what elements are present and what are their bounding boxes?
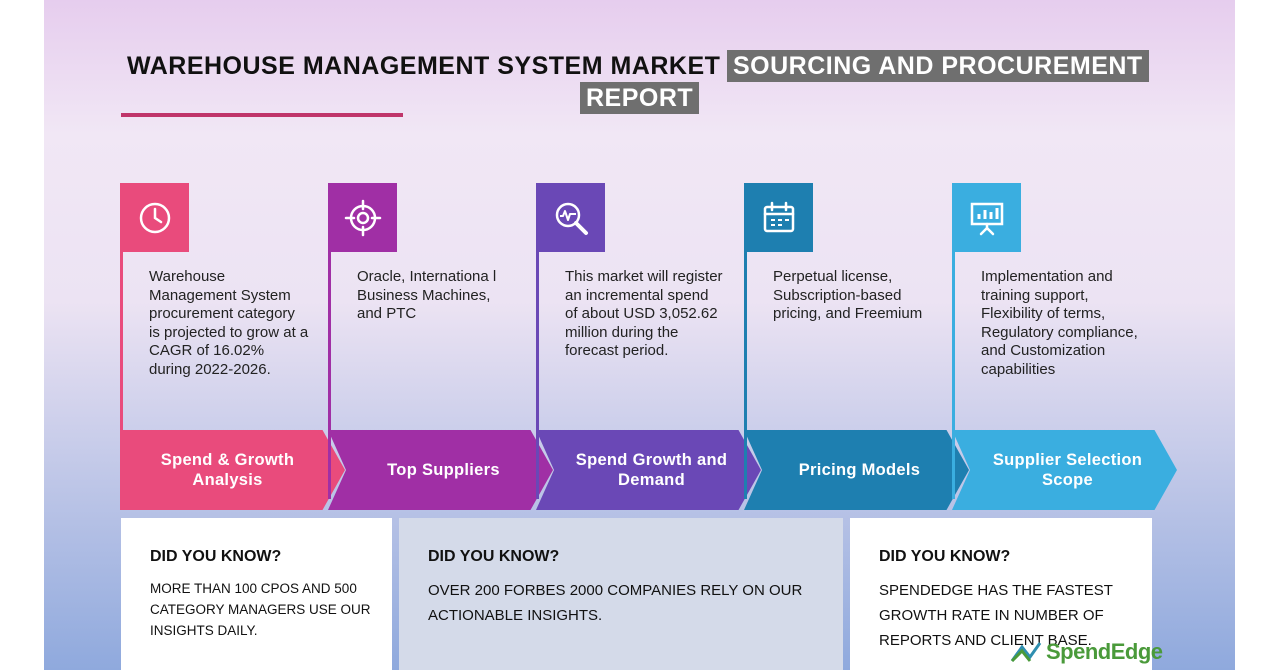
- title-highlight-line1: SOURCING AND PROCUREMENT: [727, 50, 1149, 82]
- calendar-icon: [744, 183, 813, 252]
- title-highlight-line2: REPORT: [580, 82, 700, 114]
- column-divider: [744, 249, 747, 499]
- column-divider: [952, 249, 955, 499]
- column-label: Spend & Growth Analysis: [120, 430, 345, 510]
- column-text: Warehouse Management System procurement …: [149, 268, 309, 378]
- logo-text: SpendEdge: [1046, 639, 1163, 664]
- did-you-know-heading: DID YOU KNOW?: [150, 548, 282, 565]
- presentation-icon: [952, 183, 1021, 252]
- did-you-know-heading: DID YOU KNOW?: [879, 548, 1011, 565]
- column-divider: [328, 249, 331, 499]
- column-text: This market will register an incremental…: [565, 268, 723, 359]
- column-label: Top Suppliers: [328, 430, 553, 510]
- column-spend-growth-demand: This market will register an incremental…: [536, 183, 761, 510]
- column-pricing-models: Perpetual license, Subscription-based pr…: [744, 183, 969, 510]
- did-you-know-box: DID YOU KNOW? Over 200 Forbes 2000 compa…: [399, 518, 843, 670]
- column-spend-growth: Warehouse Management System procurement …: [120, 183, 345, 510]
- did-you-know-heading: DID YOU KNOW?: [428, 548, 560, 565]
- target-icon: [328, 183, 397, 252]
- infographic-poster: WAREHOUSE MANAGEMENT SYSTEM MARKET SOURC…: [44, 0, 1235, 670]
- column-top-suppliers: Oracle, Internationa l Business Machines…: [328, 183, 553, 510]
- spendedge-logo: SpendEdge: [1010, 638, 1163, 666]
- column-divider: [120, 249, 123, 499]
- column-supplier-selection: Implementation and training support, Fle…: [952, 183, 1177, 510]
- column-label: Supplier Selection Scope: [952, 430, 1177, 510]
- column-text: Oracle, Internationa l Business Machines…: [357, 268, 497, 322]
- logo-mark-icon: [1010, 642, 1042, 663]
- column-text: Perpetual license, Subscription-based pr…: [773, 268, 923, 322]
- title-main: WAREHOUSE MANAGEMENT SYSTEM MARKET: [127, 52, 721, 80]
- did-you-know-text: Over 200 Forbes 2000 companies rely on o…: [428, 582, 803, 624]
- title-underline: [121, 113, 403, 117]
- column-label: Pricing Models: [744, 430, 969, 510]
- clock-icon: [120, 183, 189, 252]
- did-you-know-box: DID YOU KNOW? SpendEdge has the fastest …: [850, 518, 1152, 670]
- column-label: Spend Growth and Demand: [536, 430, 761, 510]
- magnifier-chart-icon: [536, 183, 605, 252]
- column-divider: [536, 249, 539, 499]
- column-text: Implementation and training support, Fle…: [981, 268, 1138, 378]
